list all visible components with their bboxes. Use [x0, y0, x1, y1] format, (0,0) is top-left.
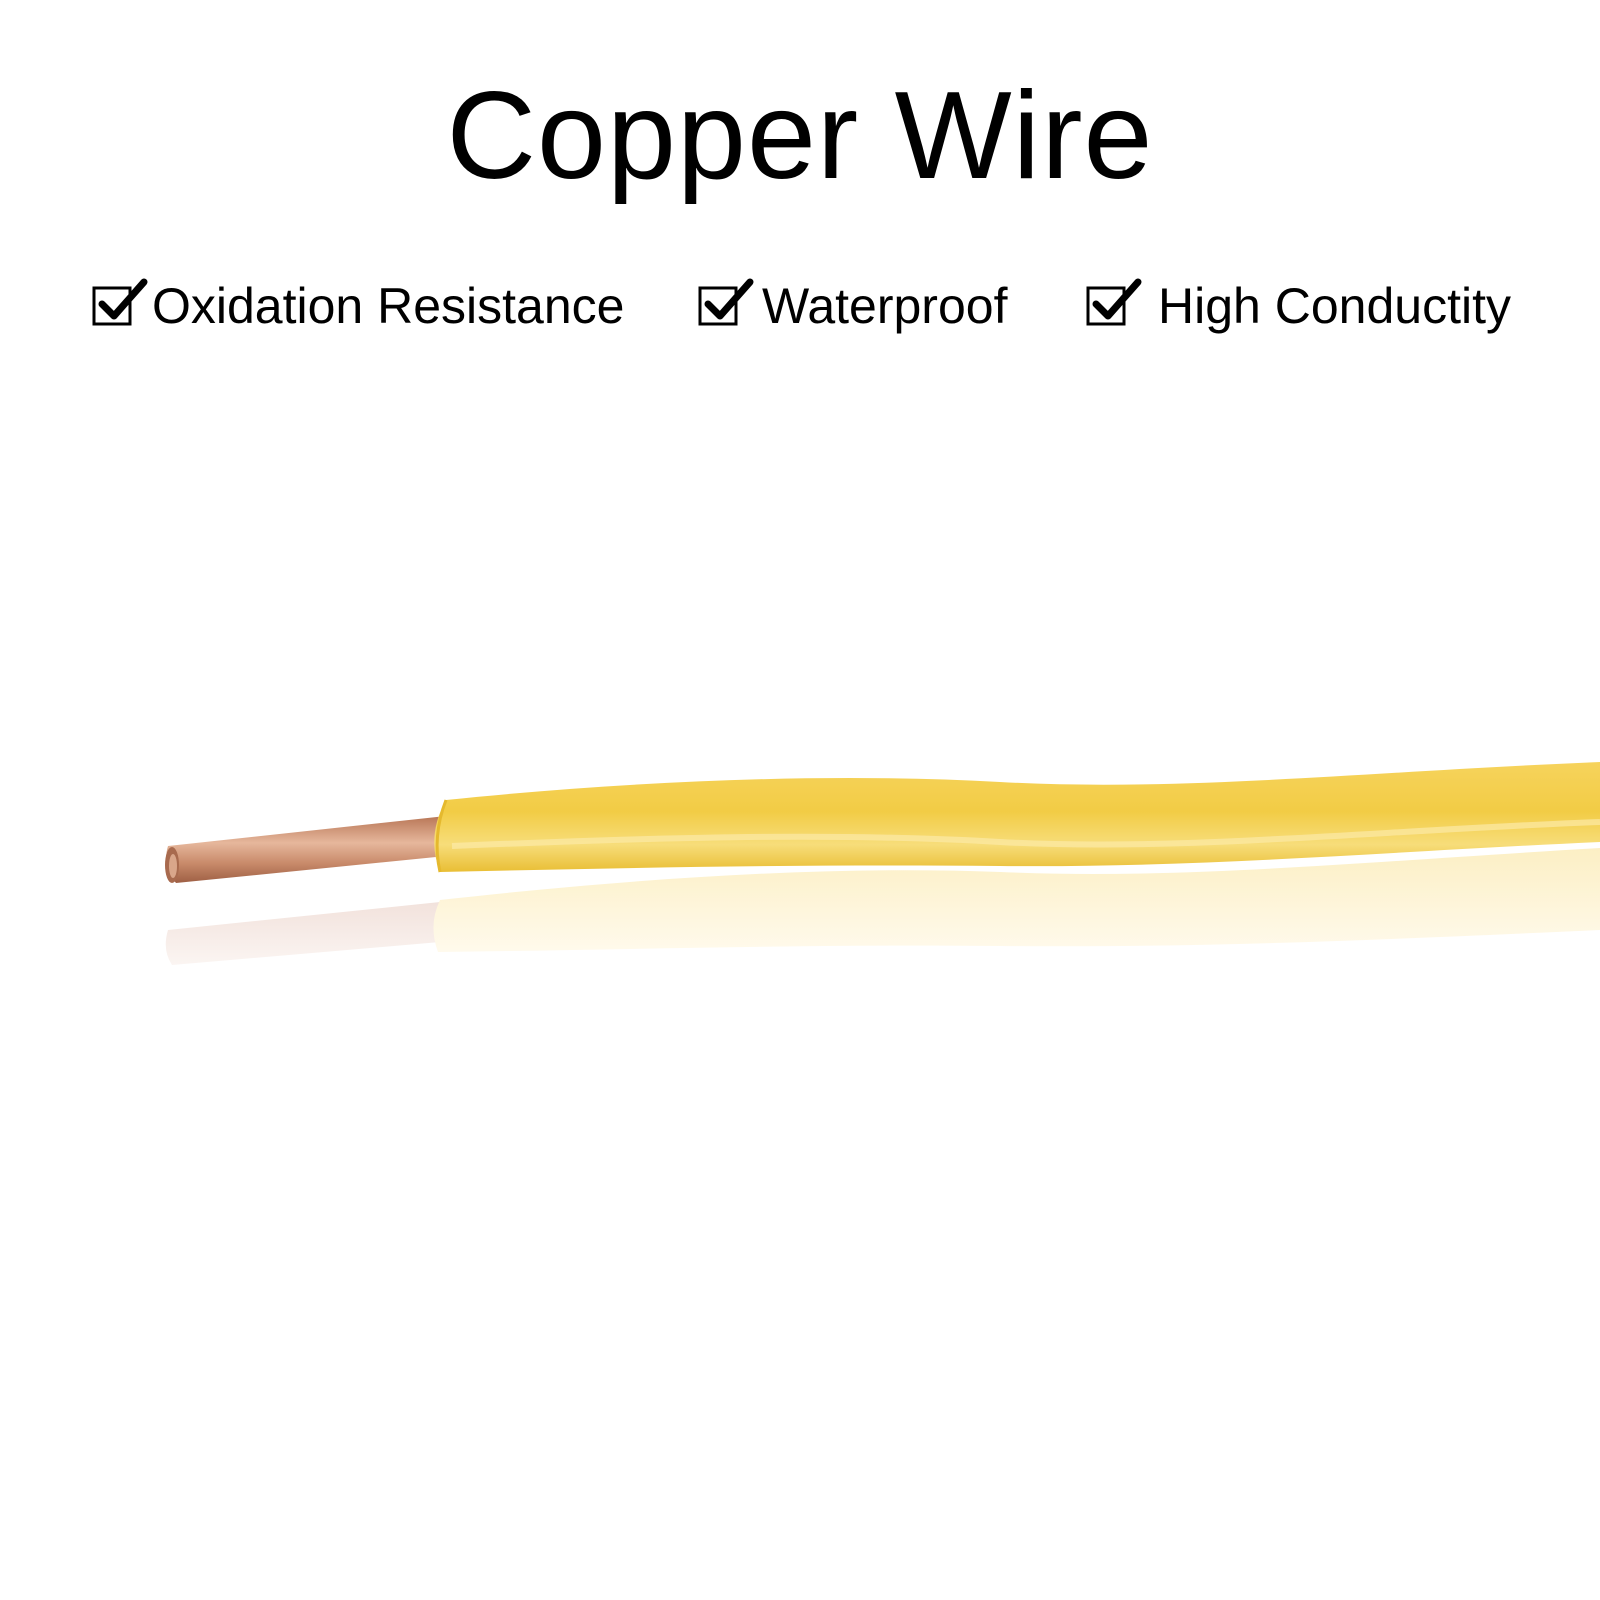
feature-label: Oxidation Resistance [152, 278, 625, 334]
feature-waterproof: Waterproof [698, 276, 1007, 336]
feature-oxidation-resistance: Oxidation Resistance [92, 276, 624, 336]
copper-conductor [165, 816, 446, 883]
feature-label: High Conductity [1158, 278, 1511, 334]
feature-high-conductity: High Conductity [1086, 276, 1511, 336]
checked-box-icon [1086, 278, 1142, 326]
checked-box-icon [698, 278, 754, 326]
wire-reflection [165, 848, 1600, 965]
page-title: Copper Wire [446, 67, 1154, 205]
feature-label: Waterproof [762, 278, 1008, 334]
wire-insulation [434, 762, 1600, 873]
checked-box-icon [92, 278, 148, 326]
